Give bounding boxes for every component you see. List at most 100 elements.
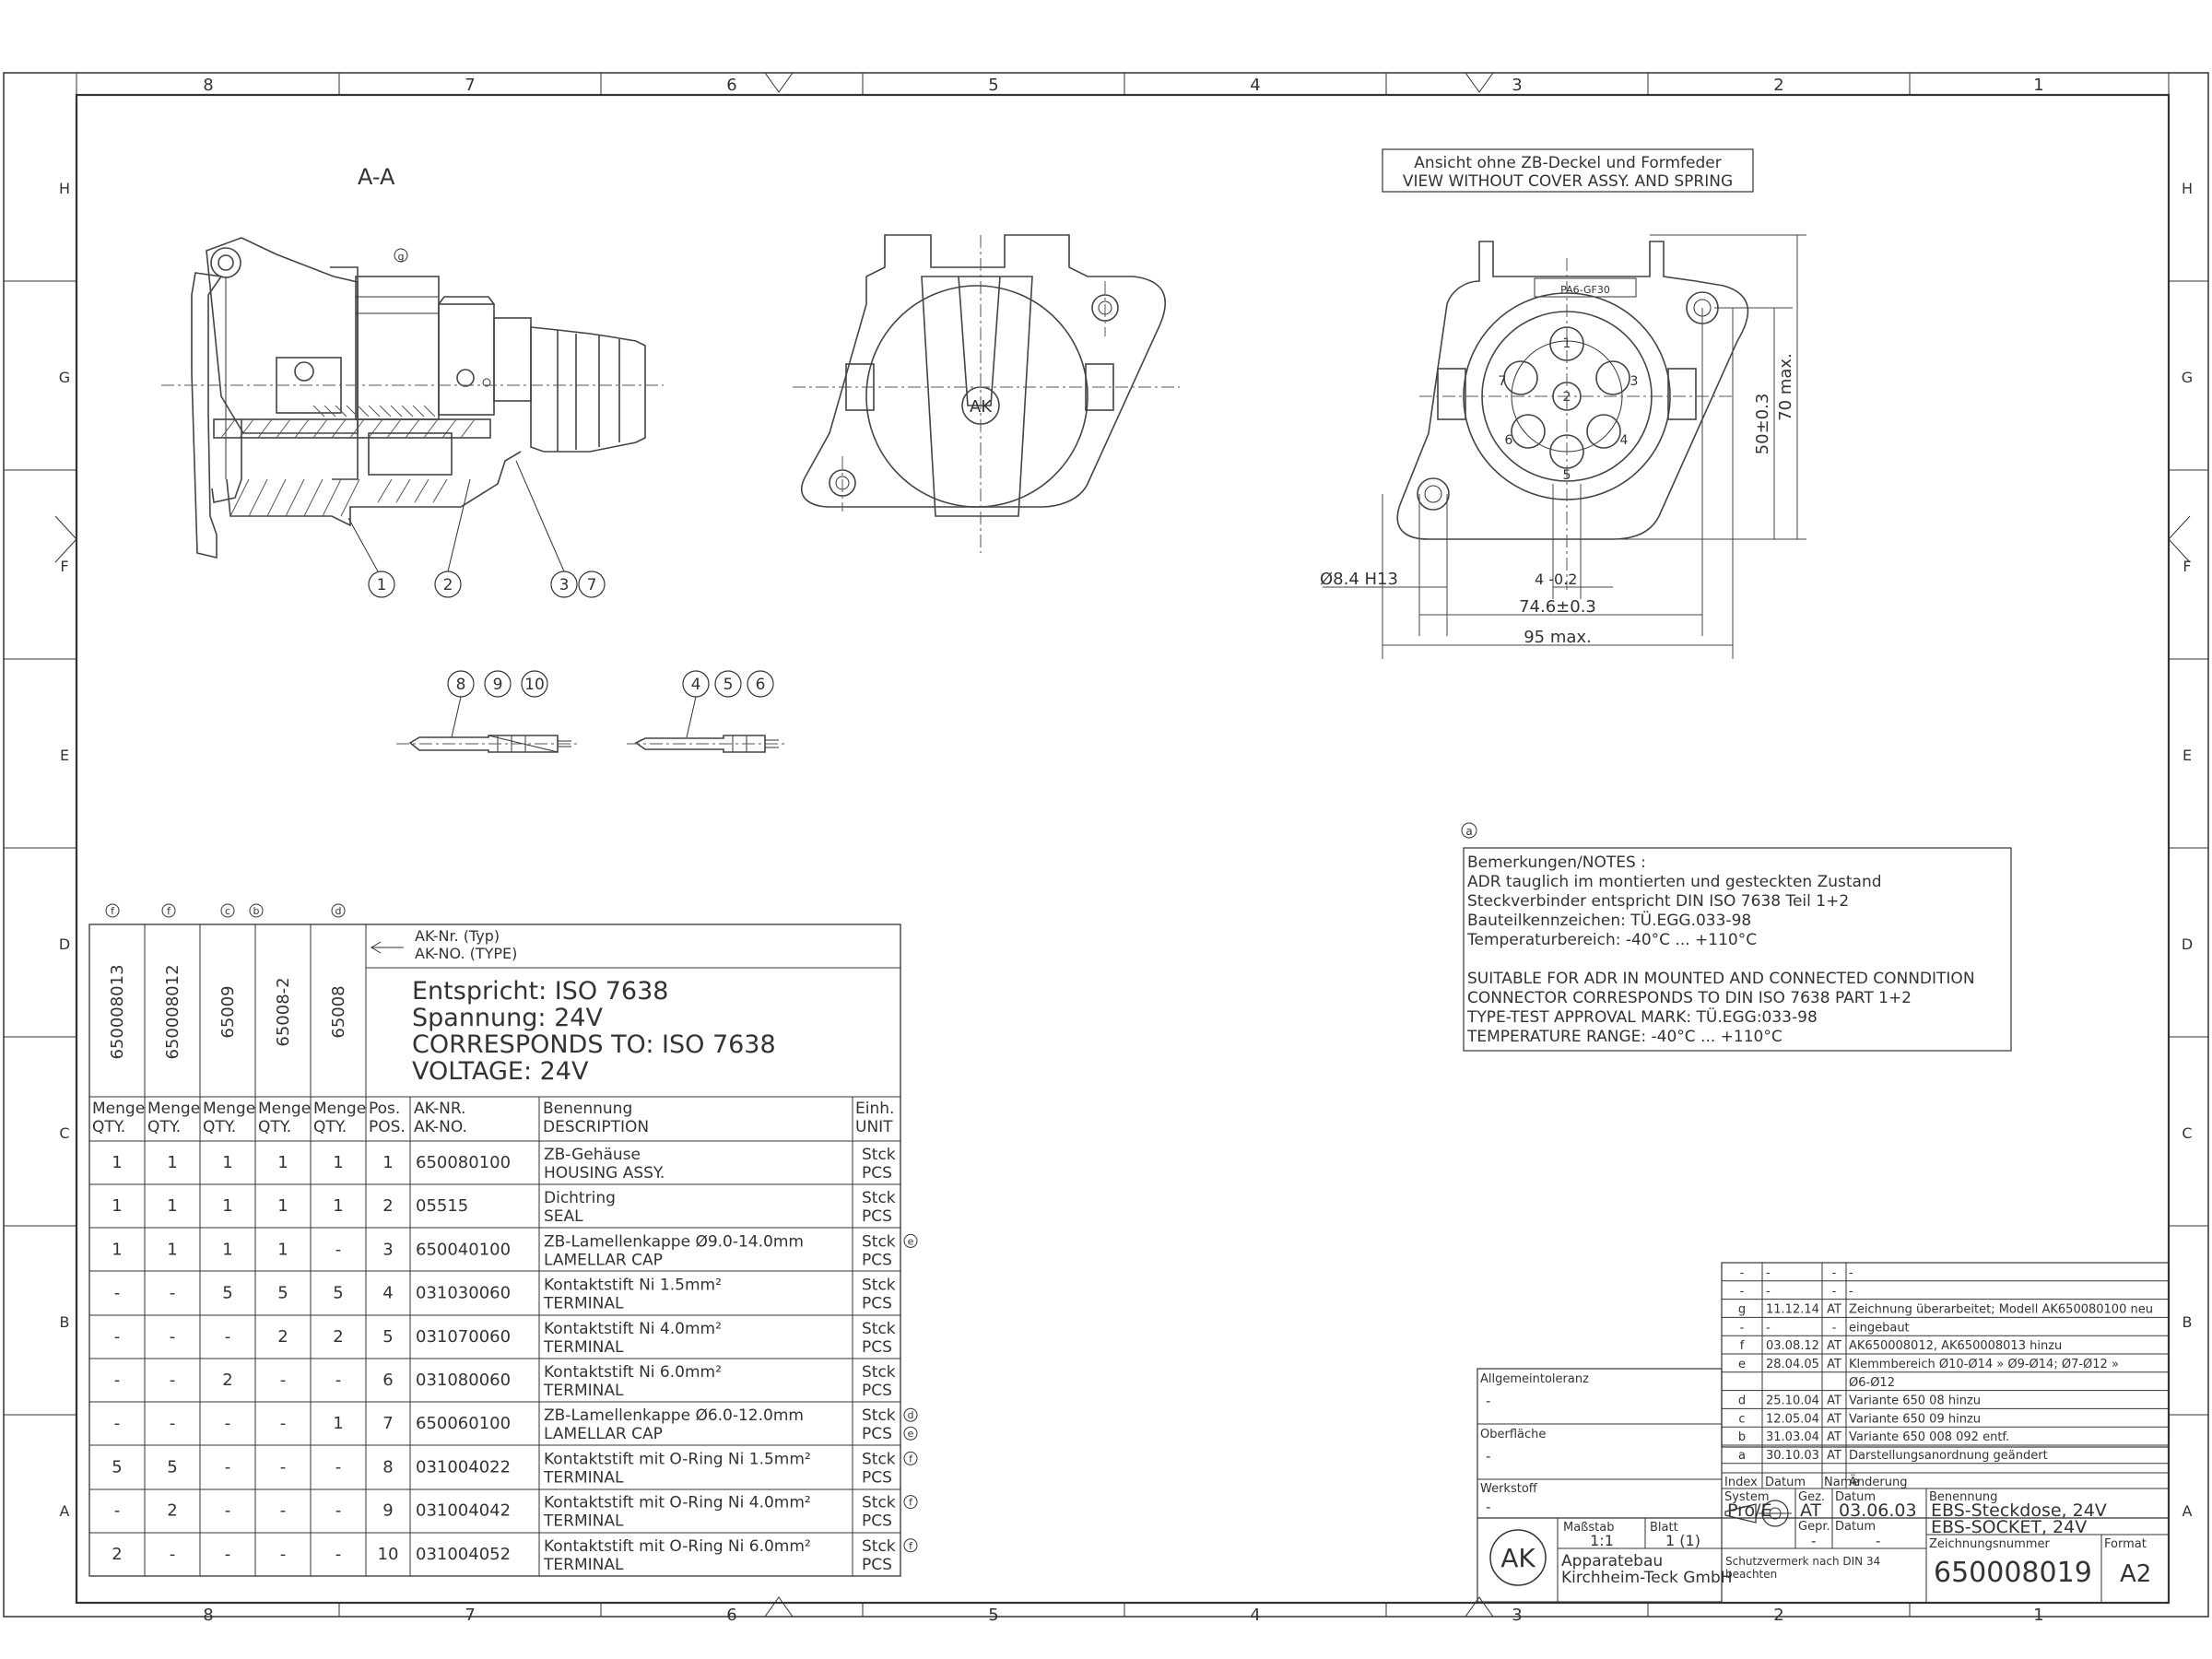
dim-pin-offset: 4 -0.2: [1535, 571, 1577, 588]
qty-cell: -: [170, 1284, 176, 1303]
rev-header-index: Index: [1724, 1476, 1758, 1489]
col-label: 7: [465, 76, 475, 95]
description-en: LAMELLAR CAP: [544, 1425, 663, 1443]
unit-en: PCS: [862, 1251, 892, 1269]
balloon: 2: [443, 576, 453, 594]
spec-line: CORRESPONDS TO: ISO 7638: [412, 1030, 776, 1059]
qty-cell: 1: [112, 1240, 122, 1259]
unit-de: Stck: [862, 1450, 896, 1468]
qty-cell: -: [114, 1327, 121, 1347]
balloon: 6: [756, 676, 766, 694]
front-logo: AK: [970, 397, 993, 417]
description-de: Kontaktstift mit O-Ring Ni 1.5mm²: [544, 1450, 811, 1468]
revision-index: d: [1738, 1394, 1746, 1408]
row-labels-left: H G F E D C B A: [59, 180, 70, 1520]
qty-cell: 1: [277, 1196, 288, 1216]
pos-cell: 8: [382, 1457, 393, 1477]
sheet-value: 1 (1): [1665, 1532, 1700, 1549]
description-de: Kontaktstift mit O-Ring Ni 4.0mm²: [544, 1494, 811, 1512]
spec-line: VOLTAGE: 24V: [412, 1057, 589, 1086]
dim-width: 95 max.: [1524, 628, 1592, 647]
col-label: 8: [203, 1606, 213, 1625]
qty-cell: 1: [112, 1153, 122, 1172]
description-en: HOUSING ASSY.: [544, 1164, 665, 1182]
dim-pitch: 74.6±0.3: [1519, 597, 1596, 617]
revision-date: -: [1766, 1285, 1771, 1299]
pin-number: 6: [1505, 433, 1513, 448]
bom-header: Menge QTY. Menge QTY. Menge QTY. Menge Q…: [92, 1100, 894, 1136]
qty-cell: 5: [277, 1284, 288, 1303]
sheet-label: Blatt: [1650, 1521, 1678, 1535]
qty-cell: -: [170, 1545, 176, 1564]
qty-cell: 5: [222, 1284, 232, 1303]
pos-cell: 3: [382, 1240, 393, 1259]
change-marker: f: [909, 1453, 913, 1465]
unit-en: PCS: [862, 1425, 892, 1443]
revision-date: 30.10.03: [1766, 1449, 1819, 1463]
qty-cell: -: [225, 1501, 231, 1521]
revision-date: -: [1766, 1266, 1771, 1280]
qty-cell: 1: [222, 1196, 232, 1216]
change-marker-circle: [903, 1538, 918, 1553]
dim-hole: Ø8.4 H13: [1320, 570, 1398, 589]
scale-value: 1:1: [1590, 1532, 1614, 1549]
surface-value: -: [1486, 1448, 1490, 1465]
revision-index: a: [1738, 1449, 1746, 1463]
date2-value: -: [1876, 1533, 1880, 1549]
pin-details: 8 9 10 4 5 6: [396, 670, 788, 753]
top-view-note-de: Ansicht ohne ZB-Deckel und Formfeder: [1414, 154, 1721, 172]
qty-header: QTY.: [313, 1118, 347, 1136]
ak-number-cell: 031080060: [416, 1371, 511, 1390]
row-label: E: [60, 747, 69, 764]
revision-author: AT: [1827, 1358, 1841, 1371]
revision-text: Variante 650 08 hinzu: [1849, 1394, 1981, 1408]
col-label: 2: [1773, 76, 1783, 95]
change-marker: e: [908, 1235, 914, 1247]
description-de: ZB-Gehäuse: [544, 1146, 641, 1164]
unit-de: Stck: [862, 1277, 896, 1295]
format-label: Format: [2104, 1537, 2147, 1551]
col-label: 6: [726, 1606, 736, 1625]
qty-header: QTY.: [92, 1118, 125, 1136]
format-value: A2: [2120, 1560, 2151, 1588]
qty-cell: 1: [112, 1196, 122, 1216]
company-name-1: Apparatebau: [1561, 1552, 1663, 1571]
change-marker-circle: [903, 1451, 918, 1465]
revision-text: eingebaut: [1849, 1321, 1910, 1335]
qty-cell: 5: [112, 1457, 122, 1477]
revision-date: 11.12.14: [1766, 1303, 1819, 1317]
description-en: SEAL: [544, 1207, 583, 1226]
revision-index: c: [1738, 1412, 1745, 1426]
qty-cell: -: [335, 1457, 342, 1477]
revision-index: b: [1738, 1430, 1746, 1444]
description-en: TERMINAL: [543, 1295, 624, 1313]
qty-cell: -: [225, 1457, 231, 1477]
pos-cell: 10: [378, 1545, 399, 1564]
ak-number-cell: 031004022: [416, 1457, 511, 1477]
revision-text: Variante 650 09 hinzu: [1849, 1412, 1981, 1426]
change-marker: f: [909, 1540, 913, 1552]
qty-cell: 1: [277, 1240, 288, 1259]
qty-header: QTY.: [147, 1118, 181, 1136]
dim-height-a: 50±0.3: [1753, 394, 1772, 455]
rev-header-change: Änderung: [1849, 1475, 1907, 1489]
akno-header: AK-NO.: [414, 1118, 467, 1136]
unit-en: PCS: [862, 1207, 892, 1226]
row-label: C: [59, 1124, 69, 1142]
ak-number-cell: 031070060: [416, 1327, 511, 1347]
revision-author: -: [1832, 1285, 1837, 1299]
col-label: 3: [1512, 1606, 1522, 1625]
balloon: 8: [456, 676, 466, 694]
qty-cell: -: [335, 1240, 342, 1259]
qty-cell: 2: [333, 1327, 343, 1347]
balloon: 3: [559, 576, 570, 594]
pos-cell: 6: [382, 1371, 393, 1390]
balloon: 5: [724, 676, 734, 694]
date-value: 03.06.03: [1839, 1500, 1917, 1521]
qty-cell: -: [280, 1371, 287, 1390]
row-label: H: [2182, 180, 2193, 197]
company-logo: AK: [1500, 1543, 1535, 1573]
balloon: 9: [493, 676, 503, 694]
qty-cell: -: [280, 1501, 287, 1521]
